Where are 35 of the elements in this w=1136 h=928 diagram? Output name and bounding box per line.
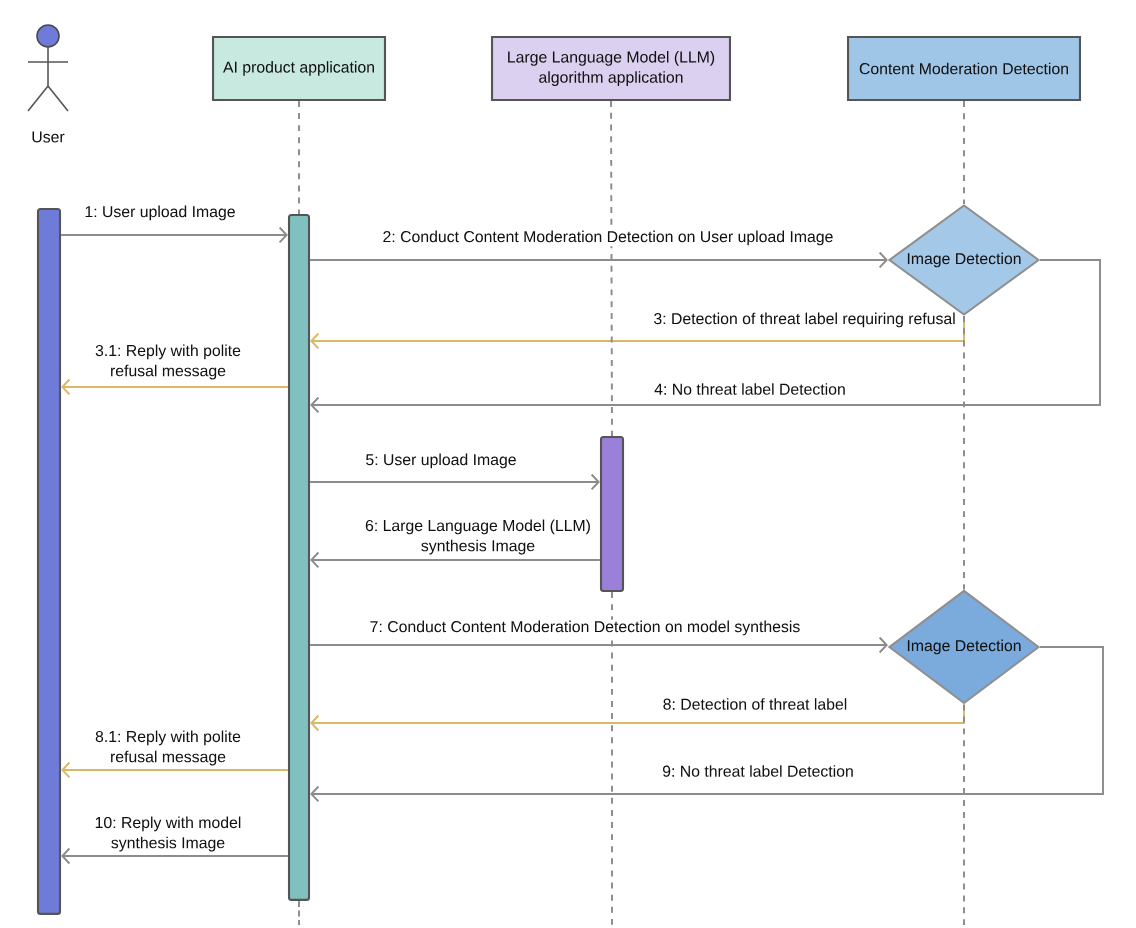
- lifeline: [610, 100, 613, 437]
- lifeline: [298, 900, 300, 926]
- edge-label: 10: Reply with model synthesis Image: [95, 816, 241, 852]
- lifeline: [298, 100, 300, 215]
- edge-label: 2: Conduct Content Moderation Detection on User upload Image: [381, 229, 835, 247]
- edge-label: 5: User upload Image: [364, 452, 518, 470]
- message-arrow: [309, 636, 888, 654]
- lifeline: [963, 100, 965, 205]
- edge-label: 1: User upload Image: [83, 204, 237, 222]
- edge-label: 8: Detection of threat label: [661, 697, 849, 711]
- message-arrow: [309, 251, 888, 269]
- actor-label: User: [32, 131, 65, 143]
- edge-label: 3.1: Reply with polite refusal message: [95, 344, 241, 380]
- activation-bar: [599, 435, 625, 593]
- participant-box: Content Moderation Detection: [846, 35, 1082, 102]
- activation-bar: [36, 208, 62, 915]
- message-arrow: [310, 551, 601, 569]
- message-arrow: [309, 473, 600, 491]
- lifeline: [963, 703, 965, 926]
- participant-box: AI product application: [211, 35, 387, 102]
- edge-label: 9: No threat label Detection: [661, 764, 855, 778]
- edge-label: 7: Conduct Content Moderation Detection on model synthesis: [368, 619, 802, 637]
- message-arrow: [61, 378, 289, 396]
- message-arrow: [60, 226, 288, 244]
- message-arrow: [310, 646, 1104, 803]
- edge-label: 6: Large Language Model (LLM) synthesis Image: [365, 519, 590, 555]
- message-arrow: [310, 259, 1101, 414]
- message-arrow: [61, 847, 289, 865]
- lifeline: [611, 591, 613, 926]
- participant-box: Large Language Model (LLM) algorithm application: [490, 35, 732, 102]
- edge-label: 8.1: Reply with polite refusal message: [95, 730, 241, 766]
- message-arrow: [61, 761, 289, 779]
- edge-label: 4: No threat label Detection: [653, 382, 847, 396]
- activation-bar: [287, 214, 311, 901]
- lifeline: [963, 315, 965, 591]
